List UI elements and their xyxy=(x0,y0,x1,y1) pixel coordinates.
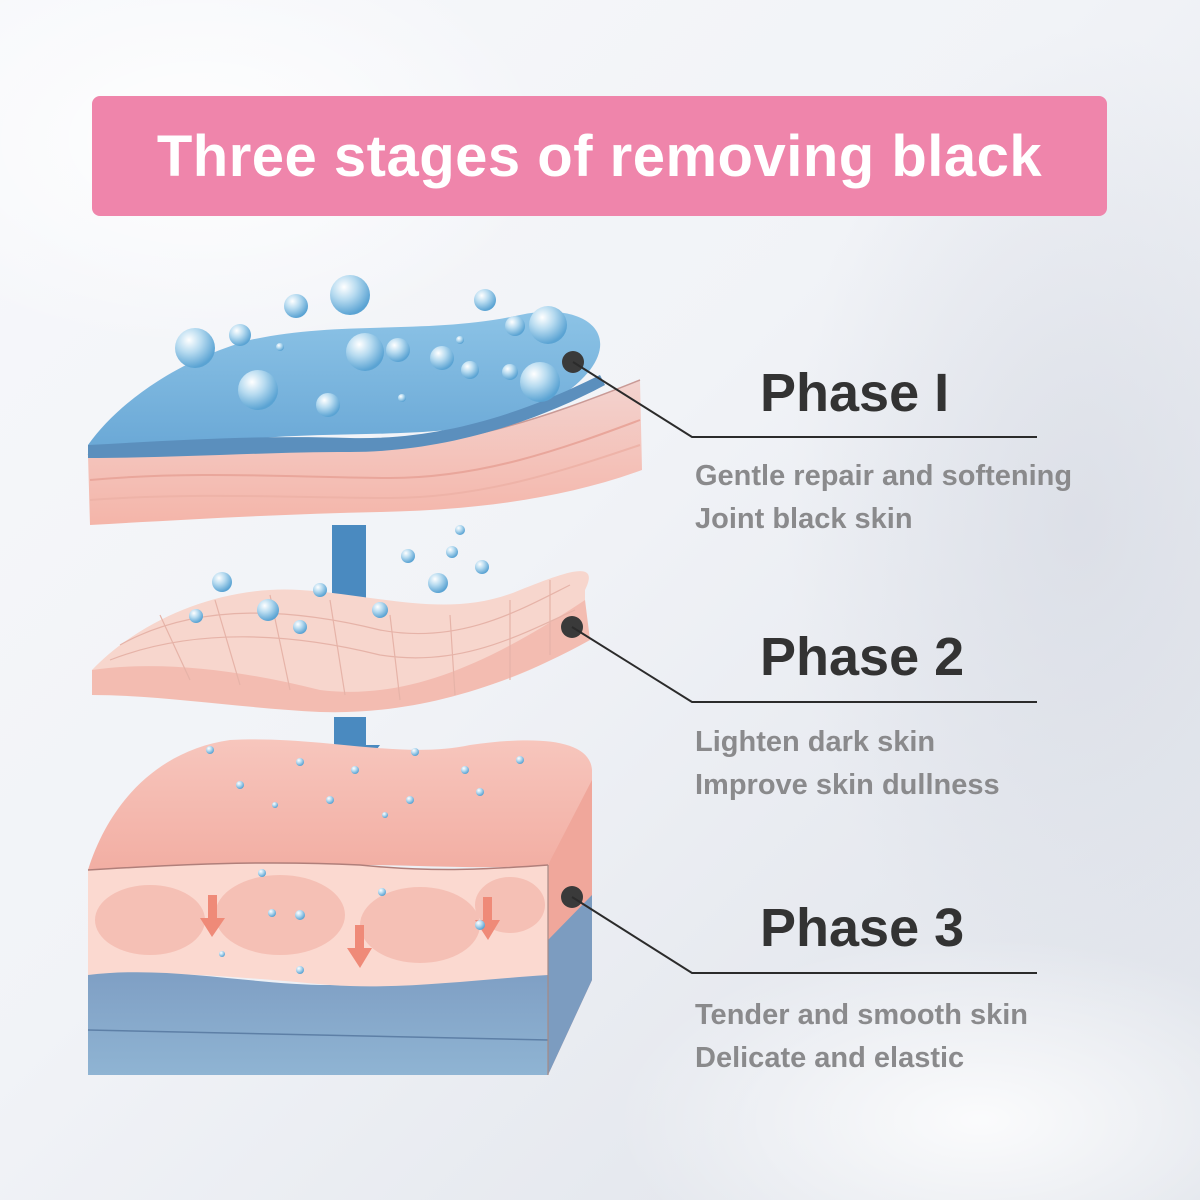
leader-line-phase-1 xyxy=(562,351,1037,438)
phase-2-line-2: Improve skin dullness xyxy=(695,769,1000,801)
phase-3-line-2: Delicate and elastic xyxy=(695,1042,965,1074)
phase-1-line-1: Gentle repair and softening xyxy=(695,460,1073,492)
phase3-layer xyxy=(87,739,592,1075)
phase-2-description: Lighten dark skin Improve skin dullness xyxy=(695,721,1000,807)
leader-line-phase-3 xyxy=(561,886,1037,974)
phase1-layer xyxy=(87,275,642,525)
leader-line-phase-2 xyxy=(561,616,1037,703)
phase-3-heading: Phase 3 xyxy=(760,898,965,958)
phase-2-line-1: Lighten dark skin xyxy=(695,726,936,758)
phase-1-line-2: Joint black skin xyxy=(695,503,913,535)
phase-1-description: Gentle repair and softening Joint black … xyxy=(695,455,1072,541)
phase-1-heading: Phase I xyxy=(760,363,950,423)
phase-3-line-1: Tender and smooth skin xyxy=(695,999,1029,1031)
title-banner: Three stages of removing black xyxy=(92,96,1107,216)
page-title: Three stages of removing black xyxy=(156,123,1043,189)
phase-2-heading: Phase 2 xyxy=(760,627,965,687)
phase-3-description: Tender and smooth skin Delicate and elas… xyxy=(695,994,1028,1080)
phase2-layer xyxy=(92,525,590,713)
